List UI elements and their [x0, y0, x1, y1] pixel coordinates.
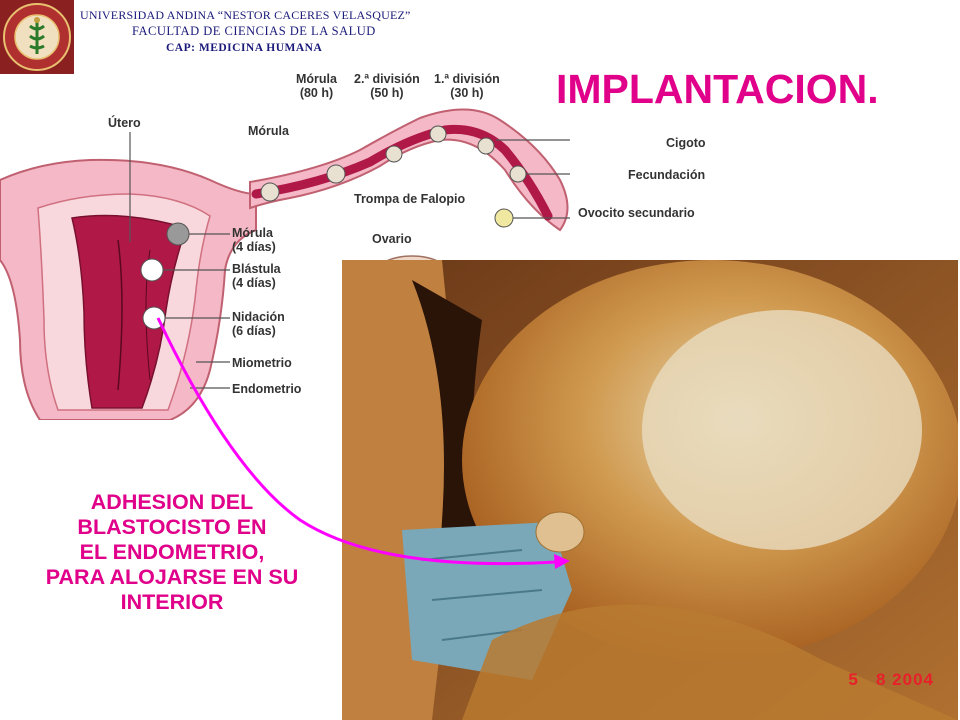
label-nidacion: Nidación (6 días) — [232, 310, 285, 338]
program-name: CAP: MEDICINA HUMANA — [166, 42, 323, 54]
label-fecundacion: Fecundación — [628, 168, 706, 182]
label-trompa: Trompa de Falopio — [354, 192, 466, 206]
caption-line: ADHESION DEL — [90, 490, 254, 514]
faculty-name: FACULTAD DE CIENCIAS DE LA SALUD — [132, 24, 376, 38]
label-first-division: 1.ª división (30 h) — [434, 72, 500, 100]
label-blastula: Blástula (4 días) — [232, 262, 281, 290]
label-cigoto: Cigoto — [666, 136, 706, 150]
caption-line: EL ENDOMETRIO, — [79, 540, 265, 564]
caption-line: INTERIOR — [120, 590, 224, 614]
university-name: UNIVERSIDAD ANDINA “NESTOR CACERES VELAS… — [80, 8, 411, 22]
micrograph-photo: 5 8 2004 — [342, 260, 958, 720]
micrograph-image — [342, 260, 958, 720]
caption: ADHESION DEL BLASTOCISTO EN EL ENDOMETRI… — [0, 490, 344, 615]
caption-line: PARA ALOJARSE EN SU — [45, 565, 299, 589]
label-morula-4d: Mórula (4 días) — [232, 226, 276, 254]
label-utero: Útero — [108, 116, 141, 130]
photo-date-stamp: 5 8 2004 — [848, 670, 934, 689]
label-ovocito: Ovocito secundario — [578, 206, 695, 220]
university-logo — [0, 0, 74, 74]
label-second-division: 2.ª división (50 h) — [354, 72, 420, 100]
slide-title: IMPLANTACION. — [556, 66, 879, 112]
label-ovario: Ovario — [372, 232, 412, 246]
caption-line: BLASTOCISTO EN — [77, 515, 267, 539]
label-miometrio: Miometrio — [232, 356, 292, 370]
label-morula-80h: Mórula (80 h) — [296, 72, 337, 100]
label-endometrio: Endometrio — [232, 382, 302, 396]
label-morula: Mórula — [248, 124, 289, 138]
